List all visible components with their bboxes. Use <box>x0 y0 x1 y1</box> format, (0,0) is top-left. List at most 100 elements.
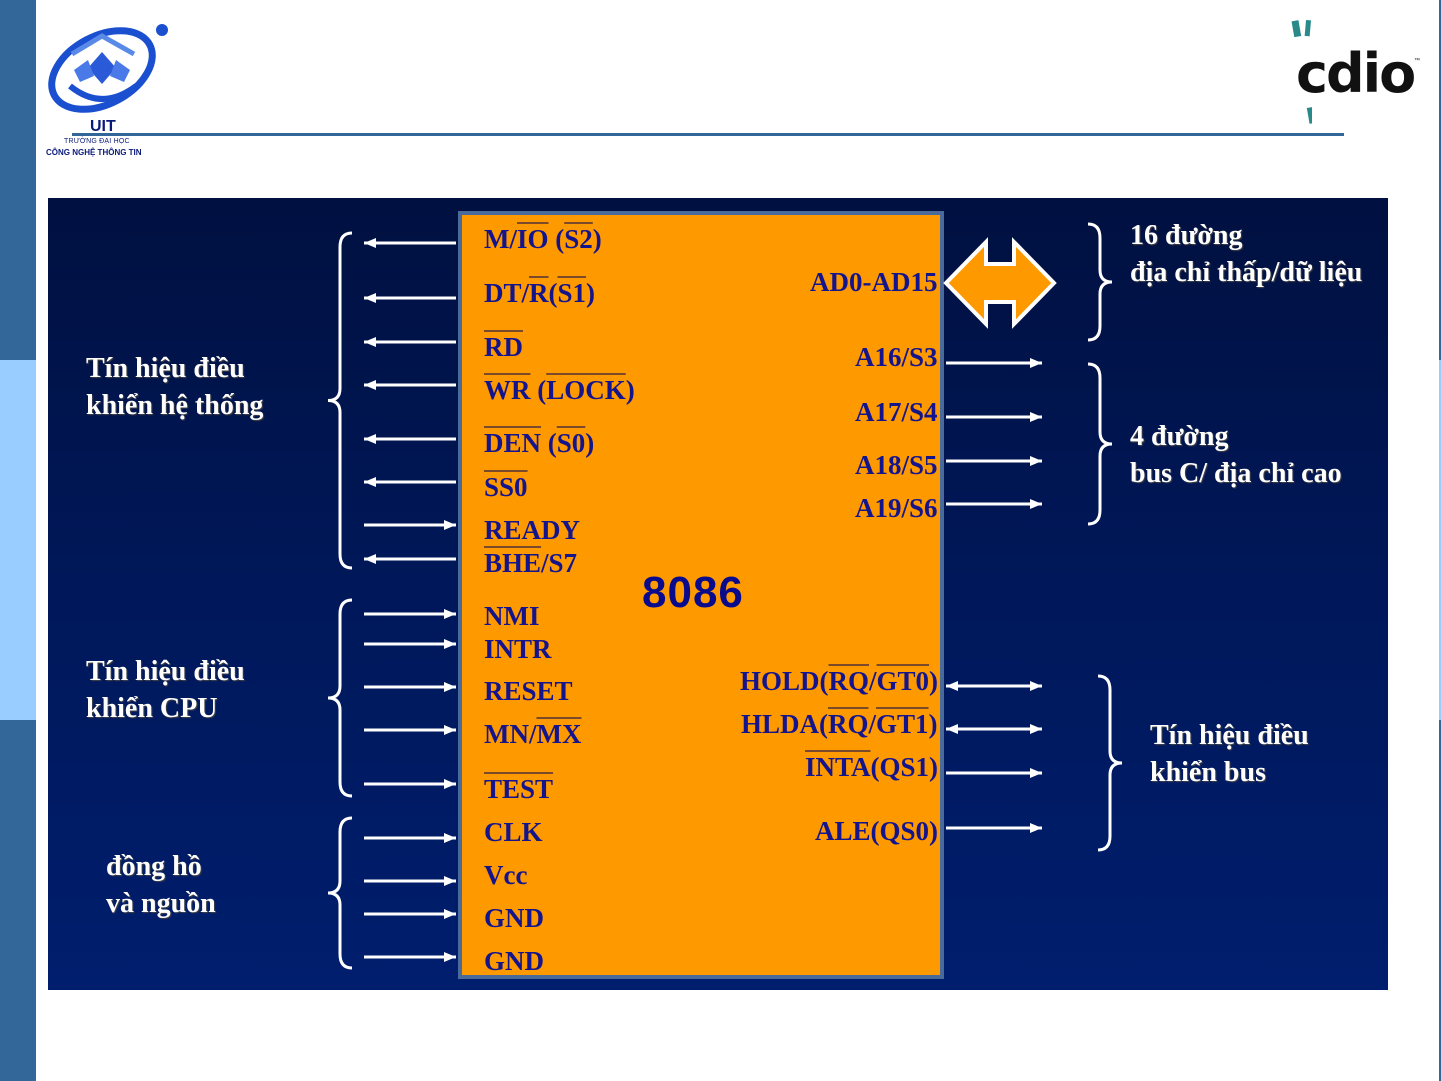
group-line: 16 đường <box>1130 220 1243 251</box>
left-arrow-head <box>444 725 456 735</box>
cdio-ray <box>1291 20 1302 38</box>
left-arrow-head <box>444 876 456 886</box>
right-edge-strip <box>1439 0 1441 1081</box>
left-pin-label: WR (LOCK) <box>484 377 635 404</box>
pin-label-part: A19/S6 <box>855 493 938 523</box>
pin-label-part: RESET <box>484 676 573 706</box>
brace-cpu-control <box>327 598 353 798</box>
right-arrow-head <box>1030 358 1042 368</box>
chip-body <box>458 211 944 979</box>
left-pin-label: READY <box>484 517 580 544</box>
right-pin-label: HLDA(RQ/GT1) <box>741 711 938 738</box>
group-label-bus-control: Tín hiệu điều khiển bus <box>1150 717 1309 791</box>
signal-arrows <box>327 222 1123 970</box>
uit-emblem-icon <box>48 24 168 113</box>
left-arrow-head <box>444 952 456 962</box>
left-arrow-head <box>444 520 456 530</box>
left-pin-label: INTR <box>484 636 552 663</box>
pin-label-part: A17/S4 <box>855 397 938 427</box>
right-pin-label: A17/S4 <box>855 399 938 426</box>
right-arrow-head <box>1030 499 1042 509</box>
left-pin-label: RESET <box>484 678 573 705</box>
right-pin-label: A19/S6 <box>855 495 938 522</box>
trademark-symbol: ™ <box>1414 58 1420 64</box>
sidebar-band-bottom <box>0 720 36 1081</box>
pin-label-part: DT/ <box>484 278 530 308</box>
group-line: Tín hiệu điều <box>86 656 245 687</box>
right-pin-label: A16/S3 <box>855 344 938 371</box>
right-pin-label: A18/S5 <box>855 452 938 479</box>
group-line: khiển CPU <box>86 693 218 724</box>
group-line: bus C/ địa chỉ cao <box>1130 458 1342 489</box>
left-pin-label: M/IO (S2) <box>484 226 602 253</box>
right-arrow-head <box>1030 456 1042 466</box>
pin-label-part: ) <box>625 375 635 405</box>
pin-label-part: S1 <box>557 278 587 308</box>
pin-label-part: BHE <box>484 548 542 578</box>
left-pin-label: Vcc <box>484 862 527 889</box>
left-pin-label: RD <box>484 334 523 361</box>
cdio-wordmark: cdio <box>1296 42 1416 105</box>
left-arrow-head <box>444 833 456 843</box>
pin-label-part: Vcc <box>484 860 528 890</box>
group-line: Tín hiệu điều <box>86 353 245 384</box>
pin-label-part: TEST <box>484 774 554 804</box>
brace-clock-power <box>327 816 353 970</box>
chip-name: 8086 <box>642 568 744 617</box>
left-arrow-head <box>364 380 376 390</box>
pin-label-part: HLDA( <box>741 709 828 739</box>
left-pin-label: BHE/S7 <box>484 550 577 577</box>
group-line: và nguồn <box>106 888 216 919</box>
pin-label-part: ) <box>585 428 595 458</box>
group-label-address-data-low: 16 đường địa chỉ thấp/dữ liệu <box>1130 217 1362 291</box>
pin-label-part: MN/ <box>484 719 537 749</box>
group-line: địa chỉ thấp/dữ liệu <box>1130 257 1363 288</box>
pin-label-part: (QS1) <box>870 752 939 782</box>
right-pin-label: AD0-AD15 <box>810 269 938 296</box>
pin-label-part: ( <box>548 278 558 308</box>
left-pin-label: DT/R(S1) <box>484 280 595 307</box>
left-pin-label: MN/MX <box>484 721 581 748</box>
pin-label-part: S2 <box>564 224 593 254</box>
pin-label-part: ( <box>548 224 565 254</box>
pin-label-part: IO <box>517 224 549 254</box>
pin-label-part: ) <box>928 709 938 739</box>
pin-label-part: AD0-AD15 <box>810 267 938 297</box>
group-line: 4 đường <box>1130 421 1229 452</box>
left-pin-label: TEST <box>484 776 553 803</box>
pin-label-part: RD <box>484 332 523 362</box>
pin-label-part: M/ <box>484 224 517 254</box>
pin-label-part: WR <box>484 375 531 405</box>
pin-label-part: INTA <box>805 752 871 782</box>
sidebar-band-top <box>0 0 36 360</box>
pin-label-part: GND <box>484 903 544 933</box>
pin-label-part: ( <box>541 428 557 458</box>
left-arrow-head <box>364 434 376 444</box>
pin-label-part: DEN <box>484 428 542 458</box>
pin-label-part: SS0 <box>484 472 528 502</box>
brace-system-control <box>327 231 353 570</box>
pin-label-part: INTR <box>484 634 552 664</box>
group-label-cpu-control: Tín hiệu điều khiển CPU <box>86 653 245 727</box>
cdio-ray <box>1304 19 1312 37</box>
pin-label-part: MX <box>536 719 582 749</box>
right-arrow-head <box>1030 681 1042 691</box>
pin-label-part: HOLD( <box>740 666 829 696</box>
group-label-address-high: 4 đường bus C/ địa chỉ cao <box>1130 418 1342 492</box>
left-arrow-head <box>444 639 456 649</box>
group-line: đồng hồ <box>106 851 202 882</box>
right-pin-label: INTA(QS1) <box>805 754 938 781</box>
pin-label-part: ( <box>530 375 547 405</box>
brace-address-data-low <box>1087 222 1113 342</box>
left-arrow-head <box>364 477 376 487</box>
brace-address-high <box>1087 362 1113 526</box>
pin-label-part: NMI <box>484 601 540 631</box>
left-arrow-head <box>364 337 376 347</box>
pin-label-part: S0 <box>556 428 586 458</box>
group-line: Tín hiệu điều <box>1150 720 1309 751</box>
bus-double-arrow <box>943 237 1057 329</box>
uit-name: UIT <box>90 118 116 135</box>
pin-label-part: A16/S3 <box>855 342 938 372</box>
right-arrow-head <box>946 724 958 734</box>
